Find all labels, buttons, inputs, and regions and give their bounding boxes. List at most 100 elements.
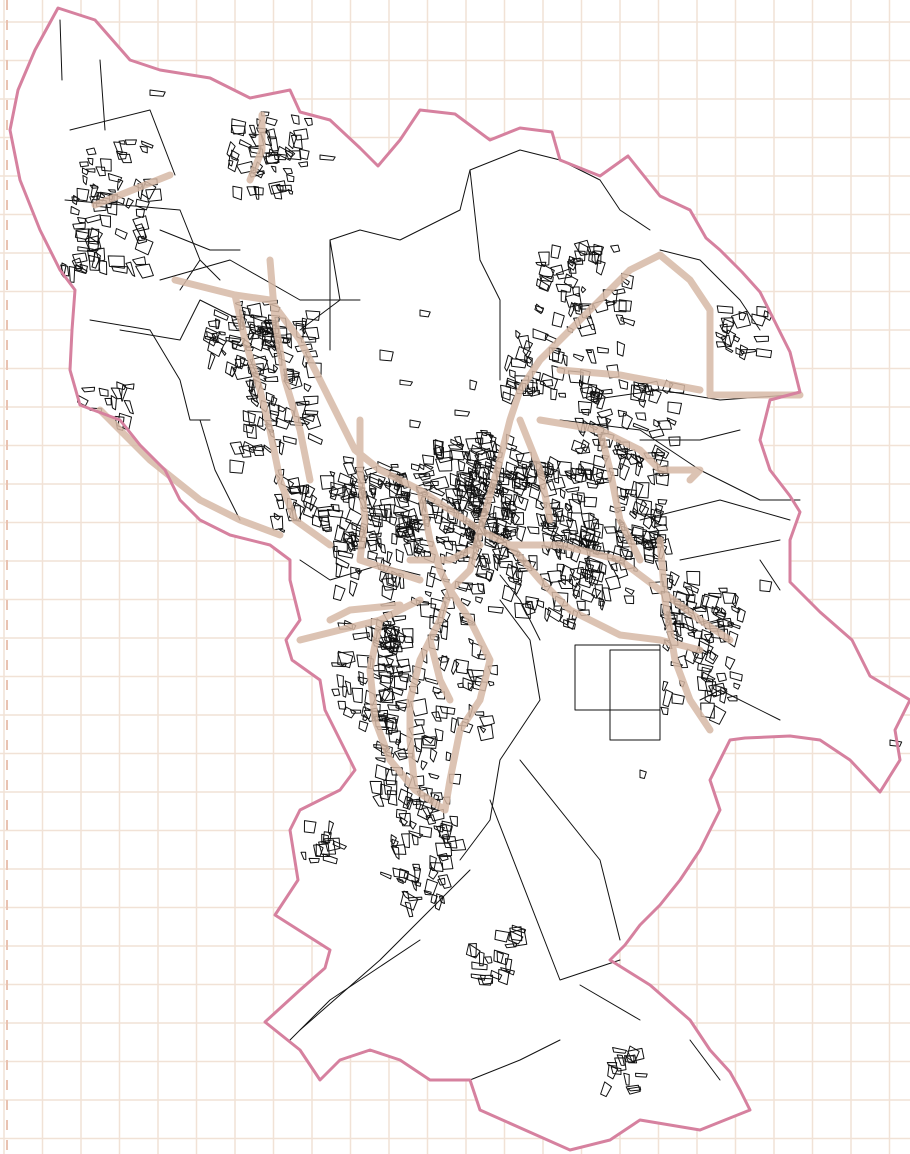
- city-block: [296, 484, 310, 495]
- city-block: [391, 615, 407, 622]
- city-block: [633, 535, 648, 547]
- city-block: [234, 358, 242, 369]
- city-block: [505, 461, 518, 475]
- city-block: [648, 428, 665, 439]
- city-block: [247, 410, 264, 427]
- city-block: [344, 537, 356, 551]
- city-block: [606, 1062, 618, 1067]
- city-block: [393, 511, 404, 517]
- city-block: [388, 646, 403, 653]
- city-block: [285, 146, 296, 158]
- city-block: [627, 1086, 642, 1092]
- city-block: [477, 481, 489, 497]
- city-block: [317, 509, 329, 523]
- city-block: [683, 581, 699, 594]
- city-block: [116, 150, 128, 160]
- city-block: [596, 392, 606, 410]
- city-block: [387, 704, 400, 711]
- city-block: [493, 949, 510, 966]
- city-block: [342, 456, 354, 464]
- city-block: [135, 198, 150, 211]
- city-block: [428, 772, 440, 780]
- city-block: [629, 510, 637, 520]
- city-block: [725, 346, 734, 353]
- city-block: [550, 264, 564, 276]
- city-block: [435, 842, 453, 857]
- city-block: [286, 174, 295, 183]
- city-block: [381, 641, 399, 649]
- city-block: [600, 1081, 612, 1098]
- city-block: [230, 118, 247, 137]
- city-block: [268, 402, 280, 417]
- city-block: [479, 974, 494, 985]
- city-block: [324, 837, 341, 852]
- city-block: [439, 624, 448, 640]
- city-block: [554, 510, 565, 522]
- city-block: [443, 528, 455, 534]
- city-block: [249, 379, 255, 393]
- city-block: [337, 549, 354, 559]
- city-block: [551, 311, 565, 328]
- city-block: [532, 328, 549, 341]
- city-block: [125, 261, 136, 277]
- city-block: [269, 515, 284, 531]
- city-block: [107, 255, 125, 269]
- city-block: [367, 550, 378, 561]
- city-block: [414, 881, 422, 887]
- city-block: [349, 474, 358, 487]
- road-segment: [69, 109, 176, 176]
- city-block: [535, 261, 547, 267]
- city-block: [527, 526, 540, 535]
- road-segment: [639, 429, 741, 441]
- city-block: [398, 812, 412, 827]
- major-road: [596, 426, 644, 564]
- city-block: [95, 247, 106, 262]
- city-block: [619, 462, 630, 481]
- city-block: [392, 867, 409, 879]
- city-block: [305, 310, 321, 321]
- city-block: [245, 424, 257, 439]
- city-block: [464, 528, 474, 541]
- city-block: [434, 893, 444, 911]
- city-block: [342, 685, 348, 698]
- city-block: [565, 486, 580, 493]
- city-block: [337, 472, 354, 487]
- city-block: [666, 577, 674, 591]
- city-block: [620, 546, 633, 557]
- city-block: [643, 540, 654, 551]
- city-block: [339, 516, 352, 531]
- city-block: [88, 254, 101, 271]
- city-block: [145, 188, 163, 202]
- major-road: [326, 601, 404, 624]
- city-block: [584, 468, 592, 481]
- city-block: [107, 189, 116, 193]
- city-block: [227, 155, 239, 173]
- city-block: [593, 250, 602, 264]
- city-block: [274, 493, 284, 502]
- city-block: [508, 930, 524, 945]
- city-block: [301, 485, 310, 503]
- city-block: [110, 387, 123, 400]
- city-block: [528, 482, 542, 501]
- city-block: [725, 656, 736, 670]
- city-block: [87, 240, 100, 252]
- city-block: [526, 386, 536, 395]
- city-block: [550, 388, 558, 401]
- city-block: [596, 346, 609, 354]
- city-block: [381, 585, 395, 601]
- city-block: [377, 478, 384, 488]
- city-block: [369, 484, 377, 495]
- city-block: [370, 488, 376, 498]
- city-block: [726, 695, 738, 702]
- city-block: [473, 711, 485, 716]
- city-block: [546, 456, 561, 473]
- road-segment: [574, 644, 661, 711]
- city-block: [555, 283, 572, 293]
- road-segment: [499, 574, 541, 641]
- city-block: [385, 654, 400, 667]
- city-block: [366, 539, 378, 552]
- city-block: [134, 235, 154, 256]
- city-block: [475, 596, 483, 604]
